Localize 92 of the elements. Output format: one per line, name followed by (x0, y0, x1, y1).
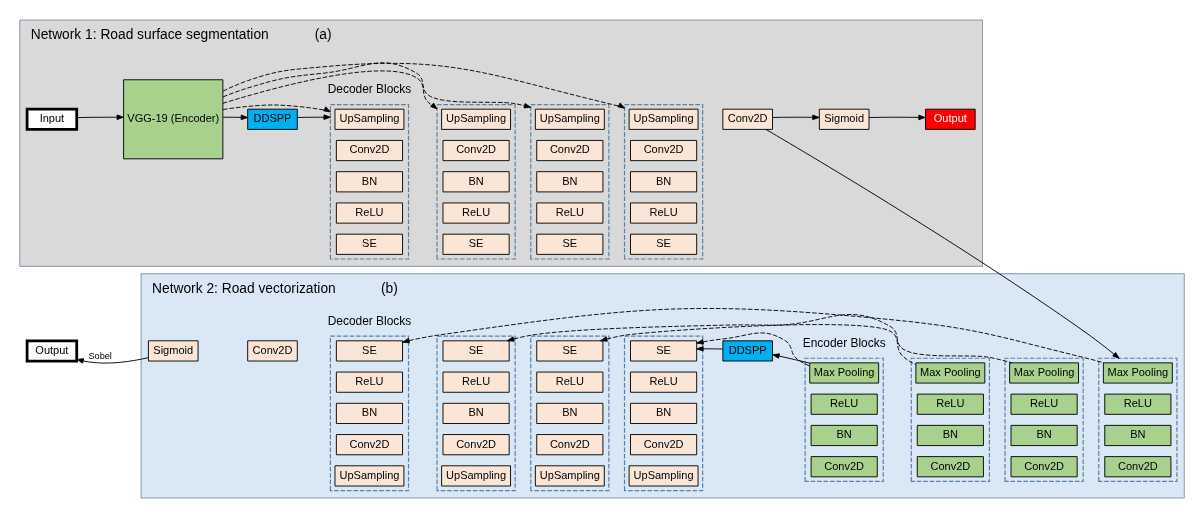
cluster (1098, 357, 1178, 483)
node-box: Conv2D (442, 434, 510, 456)
node-box: BN (442, 402, 510, 424)
node-box: Sigmoid (147, 340, 199, 362)
node-box: BN (1104, 424, 1172, 447)
arrow (222, 104, 331, 113)
node-box: Output (25, 339, 79, 363)
node-box: BN (442, 171, 510, 193)
node-box: ReLU (916, 393, 984, 415)
node-box: Input (25, 107, 79, 131)
node-box: Max Pooling (1102, 362, 1173, 384)
node-box: UpSampling (628, 465, 699, 487)
node-box: ReLU (335, 371, 403, 393)
node-box: UpSampling (334, 108, 405, 130)
node-box: ReLU (536, 371, 604, 393)
node-box: UpSampling (534, 108, 605, 130)
arrow (76, 357, 149, 364)
node-box: Conv2D (630, 434, 698, 456)
node-box: SE (335, 340, 403, 362)
node-box: ReLU (442, 371, 510, 393)
label: Decoder Blocks (327, 82, 412, 97)
node-box: Conv2D (810, 456, 878, 478)
node-box: ReLU (536, 202, 604, 224)
node-box: SE (536, 233, 604, 255)
node-box: SE (442, 340, 510, 362)
node-box: UpSampling (628, 108, 699, 130)
node-box: SE (536, 340, 604, 362)
arrow (222, 114, 249, 121)
arrow (222, 62, 532, 109)
node-box: BN (335, 171, 403, 193)
node-box: Sigmoid (818, 108, 870, 130)
cluster (623, 104, 704, 260)
node-box: Conv2D (335, 434, 403, 456)
node-box: UpSampling (441, 108, 511, 130)
arrow (296, 114, 331, 120)
cluster (329, 104, 410, 260)
arrow (765, 129, 1120, 359)
arrow (772, 114, 820, 121)
node-box: ReLU (335, 202, 403, 224)
node-box: Conv2D (536, 139, 604, 162)
label: Decoder Blocks (327, 313, 412, 328)
node-box: BN (1010, 424, 1078, 447)
node-box: Conv2D (1104, 456, 1172, 478)
node-box: ReLU (630, 202, 698, 224)
node-box: BN (536, 402, 604, 424)
cluster (530, 104, 610, 260)
node-box: SE (630, 233, 698, 255)
node-box: UpSampling (534, 465, 605, 487)
node-box: ReLU (442, 202, 510, 224)
node-box: DDSPP (247, 108, 298, 130)
node-box: BN (810, 424, 878, 447)
label: Encoder Blocks (802, 335, 886, 350)
arrow (222, 70, 438, 110)
cluster (1004, 357, 1084, 483)
arrow (868, 114, 926, 121)
node-box: Max Pooling (915, 362, 986, 384)
node-box: SE (630, 340, 698, 362)
node-box: Conv2D (1010, 456, 1078, 478)
node-box: Conv2D (536, 434, 604, 456)
cluster (436, 104, 516, 260)
node-box: ReLU (1010, 393, 1078, 415)
arrow (696, 332, 810, 367)
node-box: BN (536, 171, 604, 193)
node-box: Conv2D (335, 139, 403, 162)
cluster (910, 357, 990, 483)
node-box: Conv2D (630, 139, 698, 162)
node-box: SE (442, 233, 510, 255)
node-box: Conv2D (722, 108, 773, 130)
node-box: ReLU (1104, 393, 1172, 415)
node-box: SE (335, 233, 403, 255)
node-box: Output (925, 108, 976, 130)
arrow (76, 114, 124, 120)
node-box: BN (916, 424, 984, 447)
node-box: ReLU (630, 371, 698, 393)
arrow (222, 63, 625, 109)
node-box: Max Pooling (809, 362, 880, 384)
node-box: VGG-19 (Encoder) (123, 79, 224, 160)
node-box: UpSampling (441, 465, 511, 487)
node-box: BN (630, 171, 698, 193)
node-box: UpSampling (334, 465, 405, 487)
node-box: BN (630, 402, 698, 424)
node-box: Conv2D (916, 456, 984, 478)
cluster (804, 357, 884, 483)
node-box: DDSPP (722, 340, 773, 362)
arrow (696, 346, 724, 352)
arrow (772, 353, 810, 364)
node-box: BN (335, 402, 403, 424)
edge-label: Sobel (88, 351, 112, 362)
node-box: Max Pooling (1009, 362, 1079, 384)
node-box: Conv2D (247, 340, 298, 362)
node-box: ReLU (810, 393, 878, 415)
node-box: Conv2D (442, 139, 510, 162)
